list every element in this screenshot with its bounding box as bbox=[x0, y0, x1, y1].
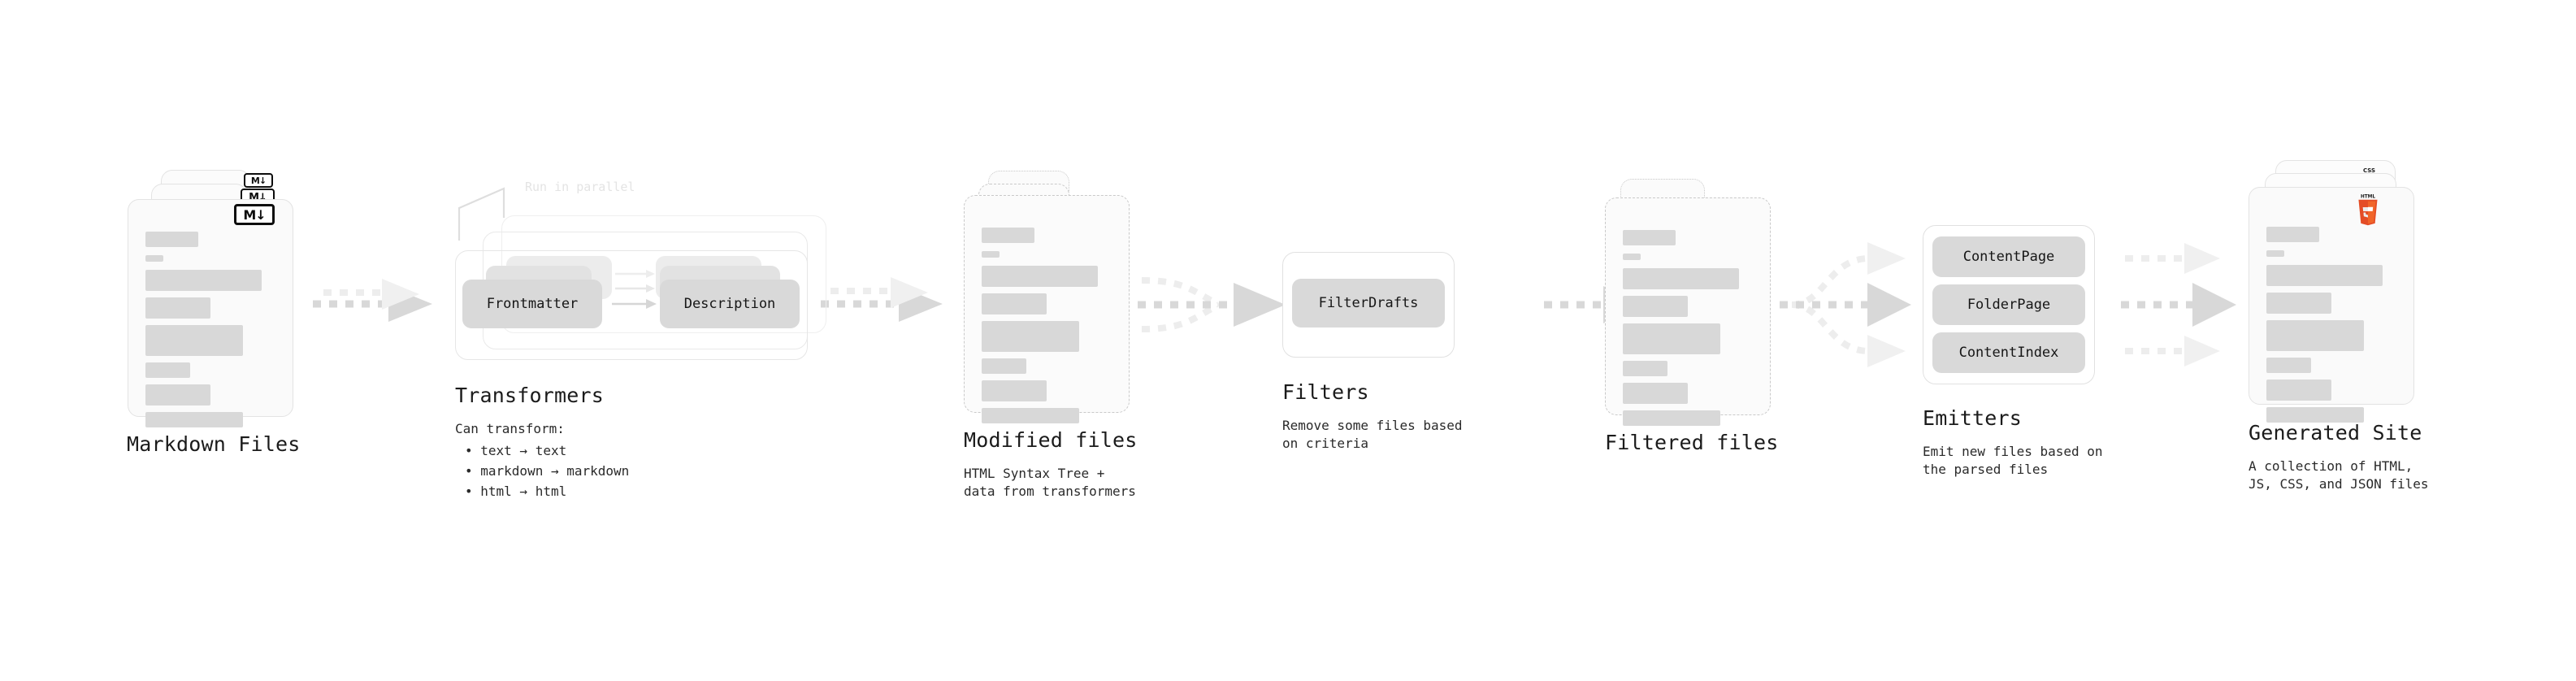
markdown-card-front bbox=[128, 199, 293, 427]
chip-folderpage-label: FolderPage bbox=[1967, 297, 2051, 313]
markdown-icon: M↓ bbox=[234, 204, 275, 225]
stage-label-transformers: Transformers bbox=[455, 384, 605, 407]
transformers-bullet-1: • markdown → markdown bbox=[465, 463, 630, 479]
chip-contentpage-label: ContentPage bbox=[1962, 249, 2055, 265]
connector-modified-to-filters bbox=[1138, 277, 1286, 332]
generated-site-description: A collection of HTML, JS, CSS, and JSON … bbox=[2249, 458, 2429, 492]
connector-md-to-transformers bbox=[313, 279, 432, 322]
html5-icon: HTML bbox=[2355, 194, 2381, 226]
run-in-parallel-label: Run in parallel bbox=[525, 180, 635, 194]
css-icon-label: CSS bbox=[2363, 167, 2376, 174]
emitters-description: Emit new files based on the parsed files bbox=[1923, 444, 2103, 477]
stage-label-markdown-files: Markdown Files bbox=[127, 432, 301, 456]
stage-label-generated-site: Generated Site bbox=[2249, 421, 2422, 445]
transformers-bullet-2: • html → html bbox=[465, 484, 567, 499]
site-card-front bbox=[2249, 187, 2414, 423]
stage-label-filtered-files: Filtered files bbox=[1605, 431, 1779, 454]
html5-icon-wordmark: HTML bbox=[2361, 195, 2375, 200]
filtered-card-front bbox=[1605, 197, 1771, 426]
connector-transformers-to-modified bbox=[821, 277, 943, 322]
transformers-bullets: • text → text • markdown → markdown • ht… bbox=[465, 440, 629, 501]
chip-frontmatter[interactable]: Frontmatter bbox=[462, 280, 602, 328]
modified-files-description: HTML Syntax Tree + data from transformer… bbox=[964, 466, 1136, 499]
modified-card-front bbox=[964, 195, 1130, 423]
chip-description-label: Description bbox=[683, 296, 776, 312]
transformers-bullet-0: • text → text bbox=[465, 443, 567, 458]
chip-filterdrafts-label: FilterDrafts bbox=[1318, 295, 1419, 311]
connector-emitters-to-site bbox=[2121, 243, 2236, 367]
chip-contentindex-label: ContentIndex bbox=[1958, 345, 2059, 361]
markdown-icon-back-2: M↓ bbox=[244, 173, 273, 188]
transformers-description: Can transform: bbox=[455, 421, 565, 436]
transformers-box bbox=[455, 250, 808, 360]
chip-contentindex[interactable]: ContentIndex bbox=[1932, 332, 2085, 373]
chip-contentpage[interactable]: ContentPage bbox=[1932, 236, 2085, 277]
markdown-icon-back-2-text: M↓ bbox=[250, 175, 267, 186]
chip-description[interactable]: Description bbox=[660, 280, 800, 328]
stage-label-emitters: Emitters bbox=[1923, 406, 2023, 430]
connector-filtered-to-emitters bbox=[1780, 242, 1911, 367]
chip-folderpage[interactable]: FolderPage bbox=[1932, 284, 2085, 325]
stage-label-modified-files: Modified files bbox=[964, 428, 1138, 452]
stage-label-filters: Filters bbox=[1282, 380, 1369, 404]
markdown-icon-text: M↓ bbox=[243, 206, 266, 223]
chip-filterdrafts[interactable]: FilterDrafts bbox=[1292, 279, 1445, 327]
chip-frontmatter-label: Frontmatter bbox=[486, 296, 579, 312]
filters-description: Remove some files based on criteria bbox=[1282, 418, 1463, 451]
